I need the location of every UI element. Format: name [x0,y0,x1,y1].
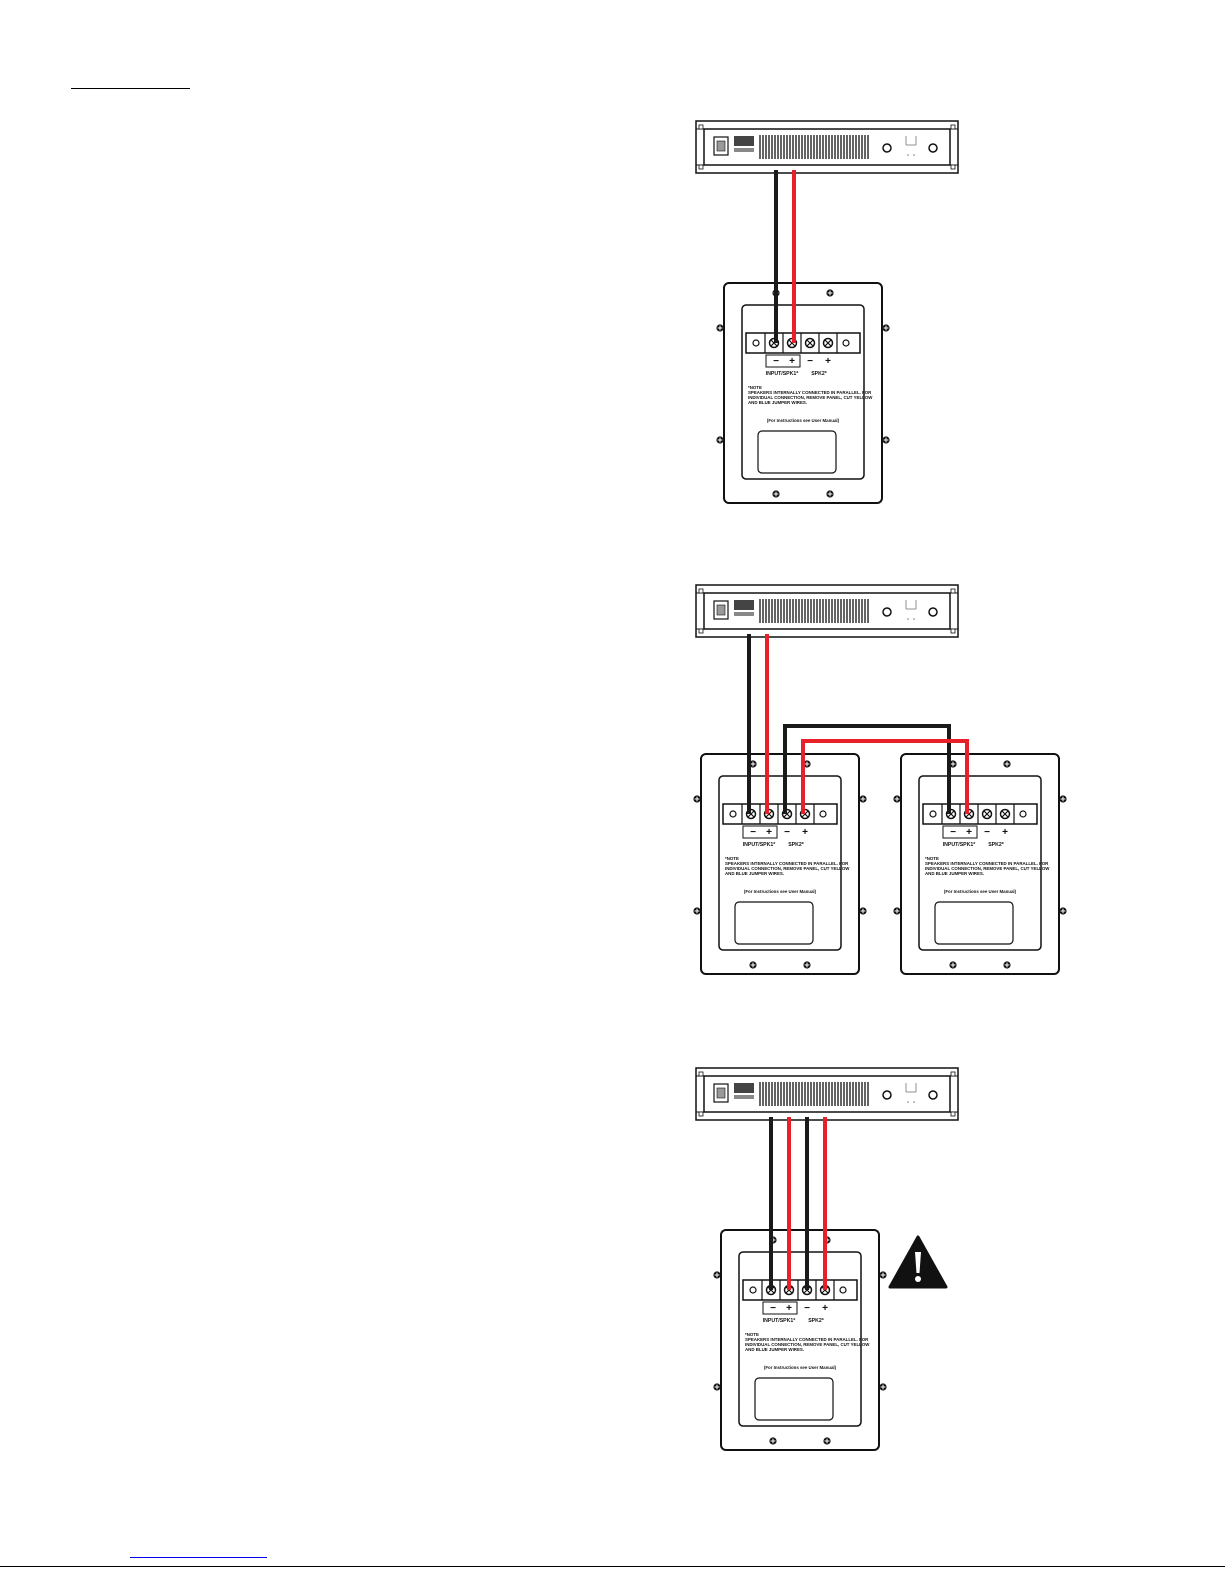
warning-triangle-icon [888,1235,948,1289]
minus-sign-label: − [750,827,756,838]
diagram-single-speaker [695,120,959,503]
minus-sign-label: − [804,1303,810,1314]
input-spk1-label: INPUT/SPK1* [743,842,777,848]
minus-sign-label: − [784,827,790,838]
minus-sign-label: − [984,827,990,838]
input-spk1-label: INPUT/SPK1* [943,842,977,848]
link-negative-wire [783,724,951,814]
plus-sign-label: + [789,356,795,367]
plus-sign-label: + [825,356,831,367]
plus-sign-label: + [766,827,772,838]
note-line: INDIVIDUAL CONNECTION, REMOVE PANEL, CUT… [748,395,873,400]
minus-sign-label: − [950,827,956,838]
diagram-daisy-chain [693,584,1066,974]
amplifier-icon [695,1067,959,1121]
amplifier-icon [695,120,959,174]
instructions-label: (For Instructions see User Manual) [744,889,817,894]
plus-sign-label: + [966,827,972,838]
note-line: AND BLUE JUMPER WIRES. [725,871,784,876]
amplifier-icon [695,584,959,638]
input-spk1-label: INPUT/SPK1* [766,371,800,377]
minus-sign-label: − [773,356,779,367]
minus-sign-label: − [770,1303,776,1314]
note-title: *NOTE [725,856,739,861]
instructions-label: (For Instructions see User Manual) [764,1365,837,1370]
note-line: AND BLUE JUMPER WIRES. [748,400,807,405]
minus-sign-label: − [807,356,813,367]
footer-link-underline[interactable] [130,1557,267,1558]
instructions-label: (For Instructions see User Manual) [767,418,840,423]
note-line: SPEAKERS INTERNALLY CONNECTED IN PARALLE… [745,1337,869,1342]
note-line: INDIVIDUAL CONNECTION, REMOVE PANEL, CUT… [925,866,1050,871]
note-line: INDIVIDUAL CONNECTION, REMOVE PANEL, CUT… [745,1342,870,1347]
note-line: SPEAKERS INTERNALLY CONNECTED IN PARALLE… [748,390,872,395]
note-title: *NOTE [748,385,762,390]
section-heading-underline [71,88,190,89]
link-positive-wire [801,739,969,814]
spk2-label: SPK2* [811,371,828,377]
input-spk1-label: INPUT/SPK1* [763,1318,797,1324]
plus-sign-label: + [1002,827,1008,838]
plus-sign-label: + [802,827,808,838]
instructions-label: (For Instructions see User Manual) [944,889,1017,894]
plus-sign-label: + [822,1303,828,1314]
diagram-dual-input [695,1067,959,1450]
spk2-label: SPK2* [808,1318,825,1324]
note-line: SPEAKERS INTERNALLY CONNECTED IN PARALLE… [925,861,1049,866]
note-line: AND BLUE JUMPER WIRES. [925,871,984,876]
note-line: INDIVIDUAL CONNECTION, REMOVE PANEL, CUT… [725,866,850,871]
note-title: *NOTE [745,1332,759,1337]
spk2-label: SPK2* [788,842,805,848]
note-title: *NOTE [925,856,939,861]
footer-rule [0,1566,1225,1567]
spk2-label: SPK2* [988,842,1005,848]
note-line: AND BLUE JUMPER WIRES. [745,1347,804,1352]
note-line: SPEAKERS INTERNALLY CONNECTED IN PARALLE… [725,861,849,866]
plus-sign-label: + [786,1303,792,1314]
